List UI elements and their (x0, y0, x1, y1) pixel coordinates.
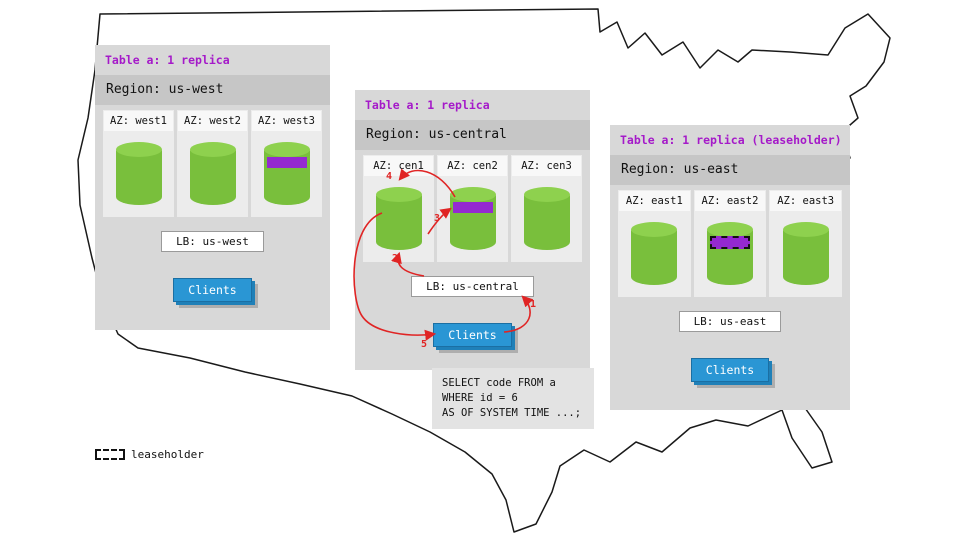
az-column-west1: AZ: west1 (103, 110, 174, 217)
replica-band (452, 202, 493, 213)
clients-button-us-east[interactable]: Clients (690, 358, 770, 382)
database-cylinder (707, 222, 753, 285)
az-label: AZ: cen3 (512, 156, 581, 176)
cylinder-top (523, 187, 570, 202)
cylinder-top (707, 222, 753, 237)
region-panel-us-central: Table a: 1 replica Region: us-central AZ… (355, 90, 590, 370)
database-cylinder (631, 222, 678, 285)
database-cylinder (189, 142, 236, 205)
az-label: AZ: cen1 (364, 156, 433, 176)
table-replica-label: Table a: 1 replica (365, 98, 490, 112)
legend: leaseholder (95, 448, 204, 461)
az-column-west3: AZ: west3 (251, 110, 322, 217)
az-row: AZ: west1 AZ: west2 AZ: west3 (103, 110, 322, 217)
database-cylinder (449, 187, 496, 250)
az-column-cen1: AZ: cen1 (363, 155, 434, 262)
cylinder-top (782, 222, 829, 237)
cylinder-top (189, 142, 236, 157)
table-replica-label: Table a: 1 replica (leaseholder) (620, 133, 842, 147)
load-balancer-us-west: LB: us-west (161, 231, 264, 252)
legend-label: leaseholder (131, 448, 204, 461)
database-cylinder (782, 222, 829, 285)
region-title: Region: us-west (95, 75, 330, 105)
database-cylinder (263, 142, 310, 205)
load-balancer-us-east: LB: us-east (678, 311, 782, 332)
az-label: AZ: east3 (770, 191, 842, 211)
cylinder-top (375, 187, 422, 202)
region-title: Region: us-central (355, 120, 590, 150)
az-column-east2: AZ: east2 (693, 190, 767, 297)
leaseholder-swatch-icon (95, 449, 125, 460)
az-row: AZ: east1 AZ: east2 AZ: east3 (618, 190, 843, 297)
az-column-cen3: AZ: cen3 (511, 155, 582, 262)
az-column-cen2: AZ: cen2 (437, 155, 508, 262)
cylinder-top (115, 142, 162, 157)
az-row: AZ: cen1 AZ: cen2 AZ: cen3 (363, 155, 582, 262)
az-label: AZ: west3 (252, 111, 321, 131)
sql-line: SELECT code FROM a (442, 377, 556, 389)
database-cylinder (375, 187, 422, 250)
region-panel-us-west: Table a: 1 replica Region: us-west AZ: w… (95, 45, 330, 330)
az-label: AZ: east2 (694, 191, 766, 211)
clients-button-us-central[interactable]: Clients (433, 323, 512, 347)
database-cylinder (523, 187, 570, 250)
sql-query-block: SELECT code FROM a WHERE id = 6 AS OF SY… (432, 368, 594, 429)
az-column-east3: AZ: east3 (769, 190, 843, 297)
clients-button-us-west[interactable]: Clients (173, 278, 252, 302)
database-cylinder (115, 142, 162, 205)
sql-line: AS OF SYSTEM TIME ...; (442, 407, 582, 419)
load-balancer-us-central: LB: us-central (411, 276, 534, 297)
table-replica-label: Table a: 1 replica (105, 53, 230, 67)
az-label: AZ: west2 (178, 111, 247, 131)
region-title: Region: us-east (610, 155, 850, 185)
cylinder-top (263, 142, 310, 157)
leaseholder-replica-band (710, 236, 750, 249)
az-column-east1: AZ: east1 (618, 190, 691, 297)
az-label: AZ: cen2 (438, 156, 507, 176)
cylinder-top (631, 222, 678, 237)
region-panel-us-east: Table a: 1 replica (leaseholder) Region:… (610, 125, 850, 410)
cylinder-top (449, 187, 496, 202)
az-label: AZ: west1 (104, 111, 173, 131)
sql-line: WHERE id = 6 (442, 392, 518, 404)
az-label: AZ: east1 (619, 191, 690, 211)
az-column-west2: AZ: west2 (177, 110, 248, 217)
replica-band (266, 157, 307, 168)
